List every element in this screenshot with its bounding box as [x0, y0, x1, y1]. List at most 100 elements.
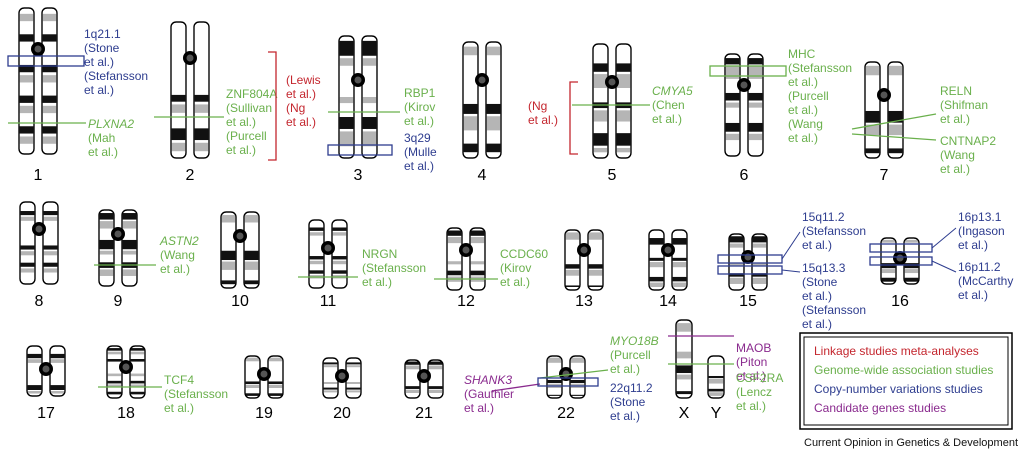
band — [593, 63, 608, 72]
band — [649, 238, 664, 245]
annotation-line: et al.) — [84, 55, 114, 69]
annotation-line: CNTNAP2 — [940, 134, 996, 148]
band — [221, 215, 236, 223]
band — [107, 351, 122, 355]
band — [616, 74, 631, 89]
chromosome-number: 21 — [415, 405, 433, 422]
chromosome-number: 3 — [354, 167, 363, 184]
band — [130, 384, 145, 388]
annotation-line: (Ng — [528, 99, 547, 113]
band — [565, 264, 580, 269]
annotation-line: (Ingason — [958, 224, 1005, 238]
locus-box — [327, 144, 393, 156]
annotation-line: 15q13.3 — [802, 261, 846, 275]
band — [752, 243, 767, 248]
annotation-line: et al.) — [226, 115, 256, 129]
annotation-line: RBP1 — [404, 86, 436, 100]
band — [268, 357, 283, 362]
band — [194, 142, 209, 152]
band — [362, 40, 377, 56]
band — [42, 126, 57, 134]
chromosome-number: 7 — [880, 167, 889, 184]
band — [194, 94, 209, 102]
centromere-core — [462, 246, 470, 254]
centromere-core — [236, 232, 244, 240]
annotation-line: (Stefansson — [84, 69, 148, 83]
linkage-bracket — [268, 51, 277, 161]
band — [19, 126, 34, 134]
band — [486, 103, 501, 114]
annotation-line: et al.) — [362, 275, 392, 289]
band — [588, 232, 603, 240]
band — [463, 46, 478, 56]
chromatid-outline — [446, 227, 463, 291]
band — [593, 74, 608, 89]
band — [547, 379, 562, 384]
chromosome-7: 7 — [864, 61, 904, 184]
chromosome-21: 21 — [404, 359, 444, 422]
band — [43, 216, 58, 221]
legend-frame-outer — [799, 332, 1013, 430]
chromatid-outline — [338, 35, 355, 159]
band — [309, 256, 324, 260]
annotation-line: et al.) — [802, 317, 832, 331]
band — [20, 245, 35, 250]
band — [593, 133, 608, 146]
annotation-line: et al.) — [528, 113, 558, 127]
annotation-line: (Stefansson — [802, 303, 866, 317]
band — [346, 362, 361, 365]
annotation-line: (Kirov — [404, 100, 435, 114]
chromatid-outline — [671, 229, 688, 291]
chromatid — [887, 61, 904, 159]
chromosome-16: 16 — [880, 237, 920, 310]
centromere-core — [338, 372, 346, 380]
centromere-core — [260, 370, 268, 378]
annotation-line: (Purcell — [226, 129, 267, 143]
centromere-core — [608, 78, 616, 86]
annotation-line: et al.) — [404, 114, 434, 128]
band — [194, 128, 209, 141]
annotation-line: (Purcell — [610, 348, 651, 362]
locus-line — [539, 369, 609, 379]
band — [346, 382, 361, 384]
band — [547, 357, 562, 363]
chromosome-22: 22 — [546, 355, 586, 422]
chromatid-outline — [864, 61, 881, 159]
centromere-core — [420, 372, 428, 380]
chromatid — [331, 219, 348, 289]
chromatid-outline — [724, 53, 741, 157]
band — [729, 243, 744, 248]
band — [616, 147, 631, 153]
band — [888, 124, 903, 136]
chromosome-13: 13 — [564, 229, 604, 310]
band — [221, 261, 236, 270]
band — [268, 393, 283, 396]
centromere-core — [34, 45, 42, 53]
chromatid-outline — [462, 41, 479, 159]
band — [649, 276, 664, 282]
chromosome-15: 15 — [728, 233, 768, 310]
band — [339, 117, 354, 129]
band — [748, 102, 763, 108]
band — [332, 232, 347, 236]
band — [672, 262, 687, 268]
band — [27, 385, 42, 390]
band — [649, 262, 664, 268]
band — [447, 261, 462, 265]
chromosome-number: 22 — [557, 405, 575, 422]
centromere-core — [42, 365, 50, 373]
band — [729, 236, 744, 243]
annotation-line: et al.) — [286, 115, 316, 129]
